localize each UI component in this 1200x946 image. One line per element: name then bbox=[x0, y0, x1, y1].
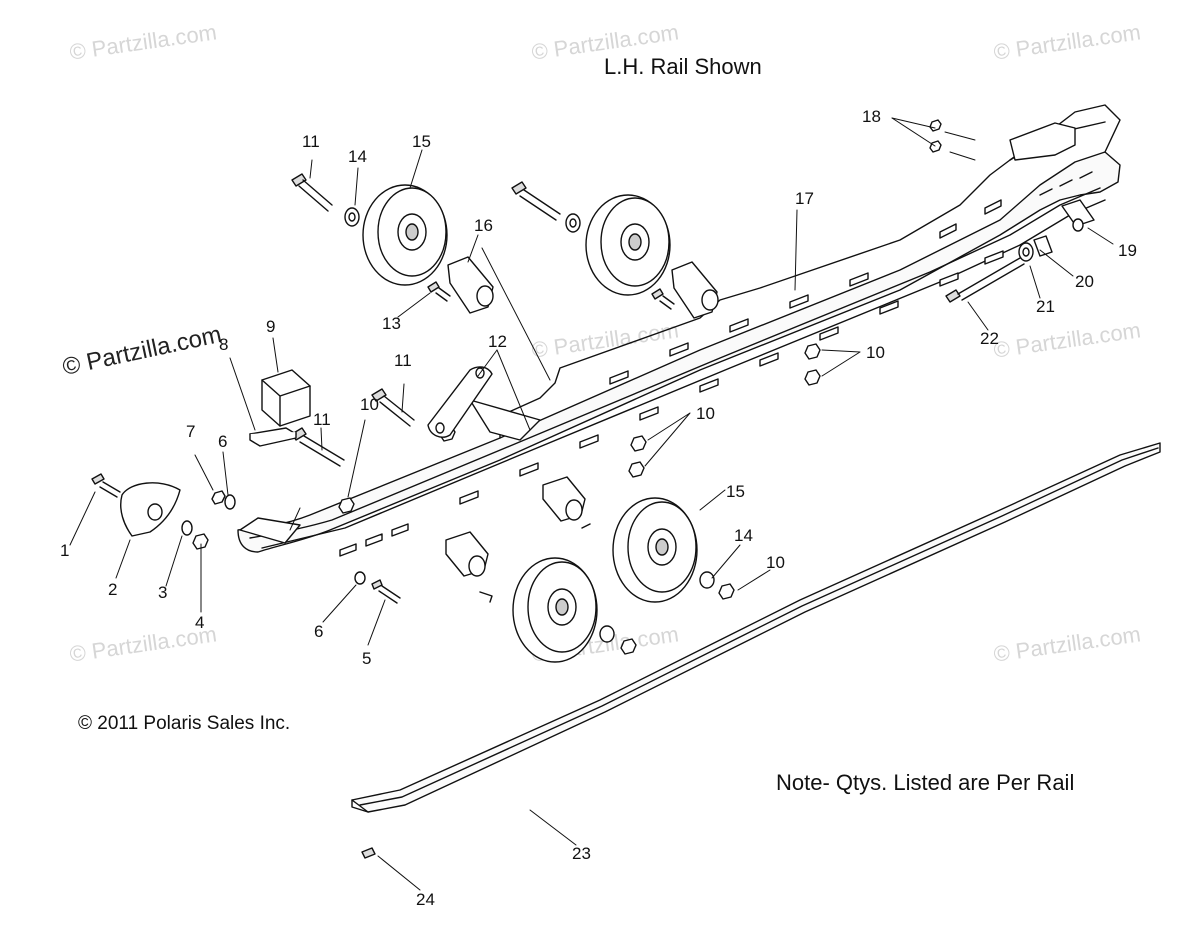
bolt-5 bbox=[371, 579, 401, 604]
bolt-24 bbox=[361, 847, 376, 859]
callout-22: 22 bbox=[980, 329, 999, 348]
copyright: © 2011 Polaris Sales Inc. bbox=[78, 713, 291, 734]
callout-9: 9 bbox=[266, 317, 275, 336]
clip bbox=[249, 427, 297, 447]
callout-10c: 10 bbox=[360, 395, 379, 414]
bolt-mid bbox=[371, 388, 415, 427]
callout-24: 24 bbox=[416, 890, 435, 909]
callout-10d: 10 bbox=[766, 553, 785, 572]
quantity-note: Note- Qtys. Listed are Per Rail bbox=[776, 770, 1075, 795]
callout-14a: 14 bbox=[348, 147, 367, 166]
bumper-block bbox=[261, 369, 311, 427]
slide-rail bbox=[237, 104, 1121, 557]
callout-13: 13 bbox=[382, 314, 401, 333]
callout-3: 3 bbox=[158, 583, 167, 602]
callout-11c: 11 bbox=[313, 410, 331, 429]
idler-wheel-upper-right bbox=[585, 194, 671, 296]
callout-11b: 11 bbox=[394, 351, 412, 370]
idler-wheel-lower-left bbox=[512, 557, 598, 663]
callout-17: 17 bbox=[795, 189, 814, 208]
bolt-22 bbox=[945, 257, 1025, 303]
callout-10a: 10 bbox=[866, 343, 885, 362]
washers-nuts bbox=[181, 119, 1053, 655]
callout-15b: 15 bbox=[726, 482, 745, 501]
bolt-13 bbox=[427, 281, 451, 302]
bolt-misc bbox=[479, 523, 591, 603]
bracket bbox=[1061, 199, 1095, 232]
callout-6b: 6 bbox=[314, 622, 323, 641]
link-plate bbox=[427, 366, 493, 438]
callout-20: 20 bbox=[1075, 272, 1094, 291]
callout-15a: 15 bbox=[412, 132, 431, 151]
callout-12: 12 bbox=[488, 332, 507, 351]
callout-11a: 11 bbox=[302, 132, 320, 151]
idler-wheel-lower-right bbox=[612, 497, 698, 603]
callout-21: 21 bbox=[1036, 297, 1055, 316]
wear-strip bbox=[351, 442, 1161, 813]
callout-4: 4 bbox=[195, 613, 204, 632]
callout-23: 23 bbox=[572, 844, 591, 863]
bolt-upper-left bbox=[291, 173, 333, 212]
callout-1: 1 bbox=[60, 541, 69, 560]
callout-2: 2 bbox=[108, 580, 117, 599]
callout-14b: 14 bbox=[734, 526, 753, 545]
callout-18: 18 bbox=[862, 107, 881, 126]
callout-numbers: 1 2 3 4 5 6 6 7 8 9 10 10 10 10 10 11 11… bbox=[60, 107, 1137, 909]
bolt-13b bbox=[651, 288, 675, 310]
callout-5: 5 bbox=[362, 649, 371, 668]
callout-8: 8 bbox=[219, 335, 228, 354]
callout-19: 19 bbox=[1118, 241, 1137, 260]
callout-10b: 10 bbox=[696, 404, 715, 423]
bolt-lower bbox=[291, 427, 345, 467]
bolt-front bbox=[91, 473, 121, 498]
axle-block bbox=[445, 256, 719, 577]
callout-7: 7 bbox=[186, 422, 195, 441]
bolt-upper-right bbox=[511, 181, 561, 221]
idler-wheel-upper-left bbox=[362, 184, 448, 286]
diagram-title: L.H. Rail Shown bbox=[604, 54, 762, 79]
callout-16: 16 bbox=[474, 216, 493, 235]
leader-lines bbox=[69, 117, 1114, 891]
front-piece bbox=[239, 517, 301, 544]
callout-6a: 6 bbox=[218, 432, 227, 451]
end-cap bbox=[120, 482, 181, 537]
